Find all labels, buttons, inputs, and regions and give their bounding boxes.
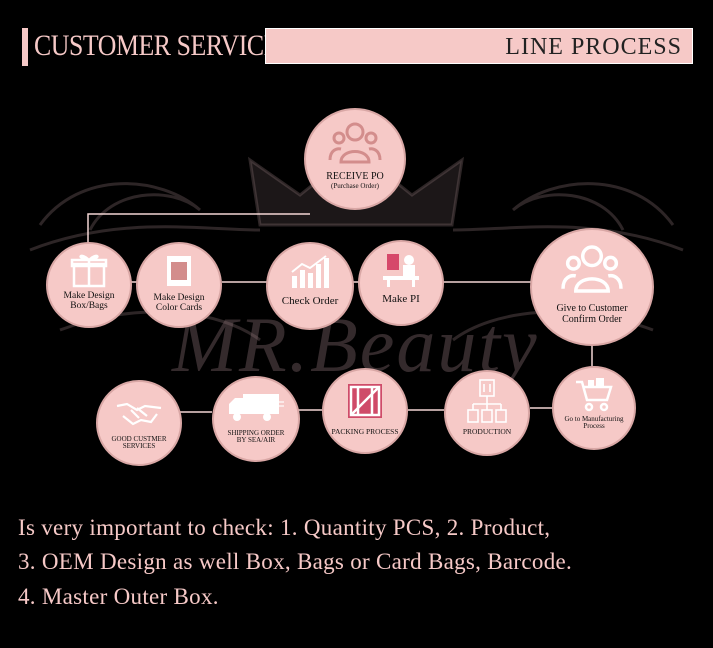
node-make-design-color: Make Design Color Cards	[136, 242, 222, 328]
header-right-banner: LINE PROCESS	[265, 28, 693, 64]
receive-po-sublabel: (Purchase Order)	[330, 181, 379, 190]
node-good-service: GOOD CUSTMER SERVICES	[96, 380, 182, 466]
note-line-3: 4. Master Outer Box.	[18, 584, 219, 609]
node-production: PRODUCTION	[444, 370, 530, 456]
factory-building-icon	[467, 379, 507, 423]
make-pi-label: Make PI	[382, 293, 420, 305]
check-order-label: Check Order	[281, 295, 339, 307]
receive-po-label: RECEIVE PO	[326, 171, 384, 182]
node-shipping: SHIPPING ORDER BY SEA/AIR	[212, 376, 300, 462]
shipping-label: SHIPPING ORDER	[227, 429, 285, 437]
crate-icon	[348, 384, 382, 418]
user-group-icon	[328, 122, 382, 164]
manufacturing-label: Go to Manufacturing	[564, 415, 624, 423]
growth-chart-icon	[291, 255, 329, 288]
header-right-title: LINE PROCESS	[505, 34, 682, 60]
manufacturing-sublabel: Process	[583, 422, 605, 431]
node-receive-po: RECEIVE PO (Purchase Order)	[304, 108, 406, 210]
packing-label: PACKING PROCESS	[331, 427, 399, 436]
give-customer-label: Give to Customer	[556, 303, 628, 314]
make-design-color-label: Make Design	[153, 293, 205, 303]
shipping-sublabel: BY SEA/AIR	[236, 436, 276, 445]
header-accent-bar	[22, 28, 28, 66]
node-manufacturing: Go to Manufacturing Process	[552, 366, 636, 450]
header-left-title: CUSTOMER SERVICES	[34, 29, 293, 62]
node-make-pi: Make PI	[358, 240, 444, 326]
production-label: PRODUCTION	[462, 427, 512, 436]
node-make-design-box: Make Design Box/Bags	[46, 242, 132, 328]
give-customer-sublabel: Confirm Order	[562, 313, 622, 325]
handshake-icon	[116, 402, 162, 426]
desk-worker-icon	[383, 254, 419, 287]
make-design-box-label: Make Design	[63, 291, 115, 301]
gift-box-icon	[70, 254, 108, 288]
good-service-label: GOOD CUSTMER	[111, 435, 167, 443]
node-give-customer: Give to Customer Confirm Order	[530, 228, 654, 346]
make-design-color-sublabel: Color Cards	[155, 302, 203, 313]
good-service-sublabel: SERVICES	[122, 442, 156, 451]
node-check-order: Check Order	[266, 242, 354, 330]
note-line-2: 3. OEM Design as well Box, Bags or Card …	[18, 549, 573, 574]
color-card-icon	[167, 256, 191, 286]
user-group-icon	[561, 245, 623, 293]
shopping-cart-icon	[576, 378, 613, 412]
note-line-1: Is very important to check: 1. Quantity …	[18, 515, 551, 540]
delivery-truck-icon	[229, 394, 284, 421]
node-packing: PACKING PROCESS	[322, 368, 408, 454]
make-design-box-sublabel: Box/Bags	[70, 300, 108, 311]
